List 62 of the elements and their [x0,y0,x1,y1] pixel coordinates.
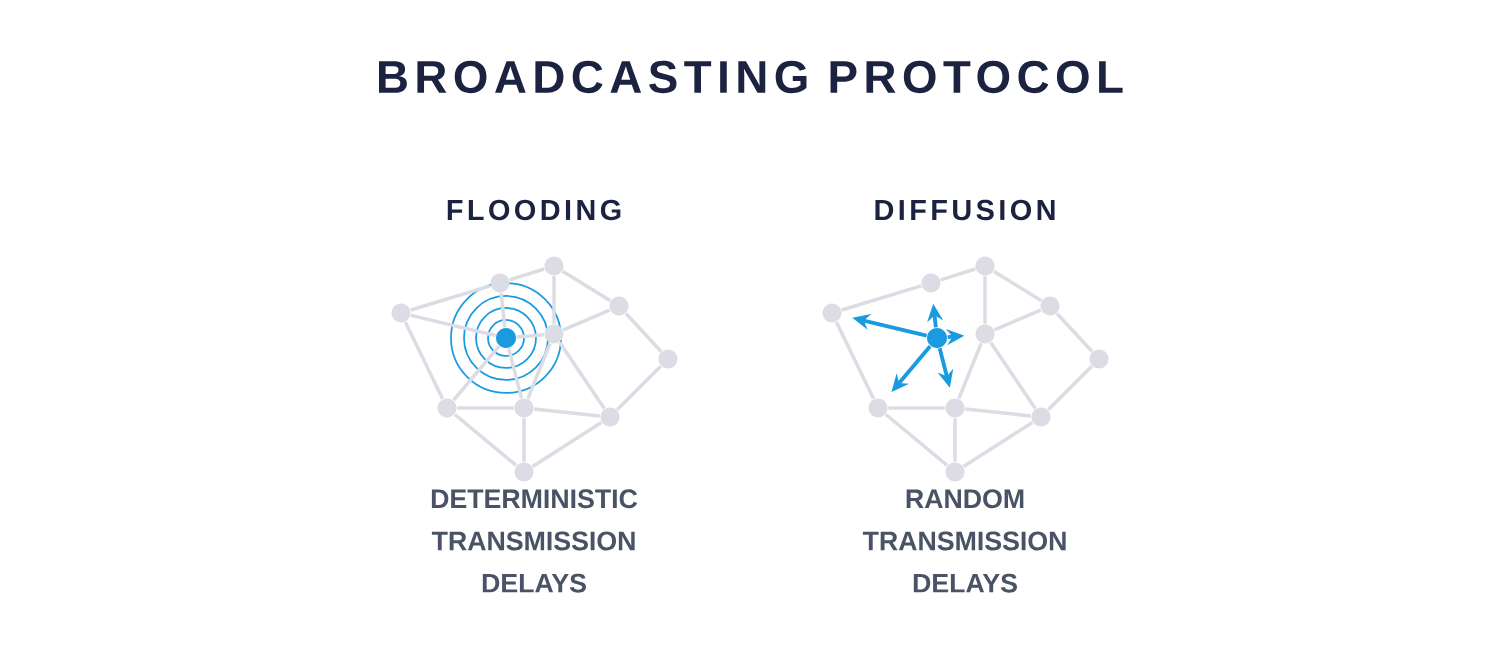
connector-line [558,341,606,410]
connector-line [533,407,601,418]
network-node [437,398,457,418]
network-node [945,398,965,418]
connector-line [452,345,501,402]
connector-line [993,308,1042,332]
network-node [490,273,510,293]
connector-line [410,284,491,312]
heading: DIFFUSION [875,199,1055,221]
network-node [921,273,941,293]
title: BROADCASTING PROTOCOL [379,60,1123,94]
connector-line [457,406,514,410]
connector-line [516,333,544,339]
connector-line [403,321,445,400]
network-node [658,349,678,369]
heading: FLOODING [447,199,621,221]
caption: RANDOM TRANSMISSION DELAYS [862,489,1066,593]
connector-line [957,342,983,400]
network-node [609,296,629,316]
connector-line [562,308,611,332]
connector-line [989,341,1037,410]
connector-line [522,418,526,462]
connector-line [624,312,663,353]
caption: DETERMINISTIC TRANSMISSION DELAYS [431,489,638,593]
network-node [975,256,995,276]
network-node [975,324,995,344]
network-node [945,462,965,482]
connector-line [506,347,524,399]
connector-line [561,269,612,303]
connector-line [552,276,556,324]
connector-line [509,267,545,282]
network-node [1089,349,1109,369]
connector-line [884,413,949,467]
connector-line [526,342,552,400]
connector-line [1055,312,1094,353]
connector-line [940,267,976,282]
network-node [544,324,564,344]
connector-line [983,276,987,324]
network-node [1040,296,1060,316]
network-node [514,462,534,482]
connector-line [953,418,957,462]
connector-line [962,421,1034,468]
connector-line [615,364,663,411]
network-node [391,303,411,323]
network-node [600,407,620,427]
network-node [1031,407,1051,427]
connector-line [964,407,1032,418]
connector-line [841,284,922,312]
network-node [514,398,534,418]
connector-line [1046,364,1094,411]
connector-line [410,313,496,338]
network-node [544,256,564,276]
connector-line [453,413,518,467]
connector-line [499,292,507,328]
connector-line [888,406,945,410]
connector-line [834,321,876,400]
connector-line [992,269,1043,303]
network-node [868,398,888,418]
network-node [496,328,516,348]
network-node [927,328,947,348]
network-node [822,303,842,323]
connector-line [531,421,603,468]
